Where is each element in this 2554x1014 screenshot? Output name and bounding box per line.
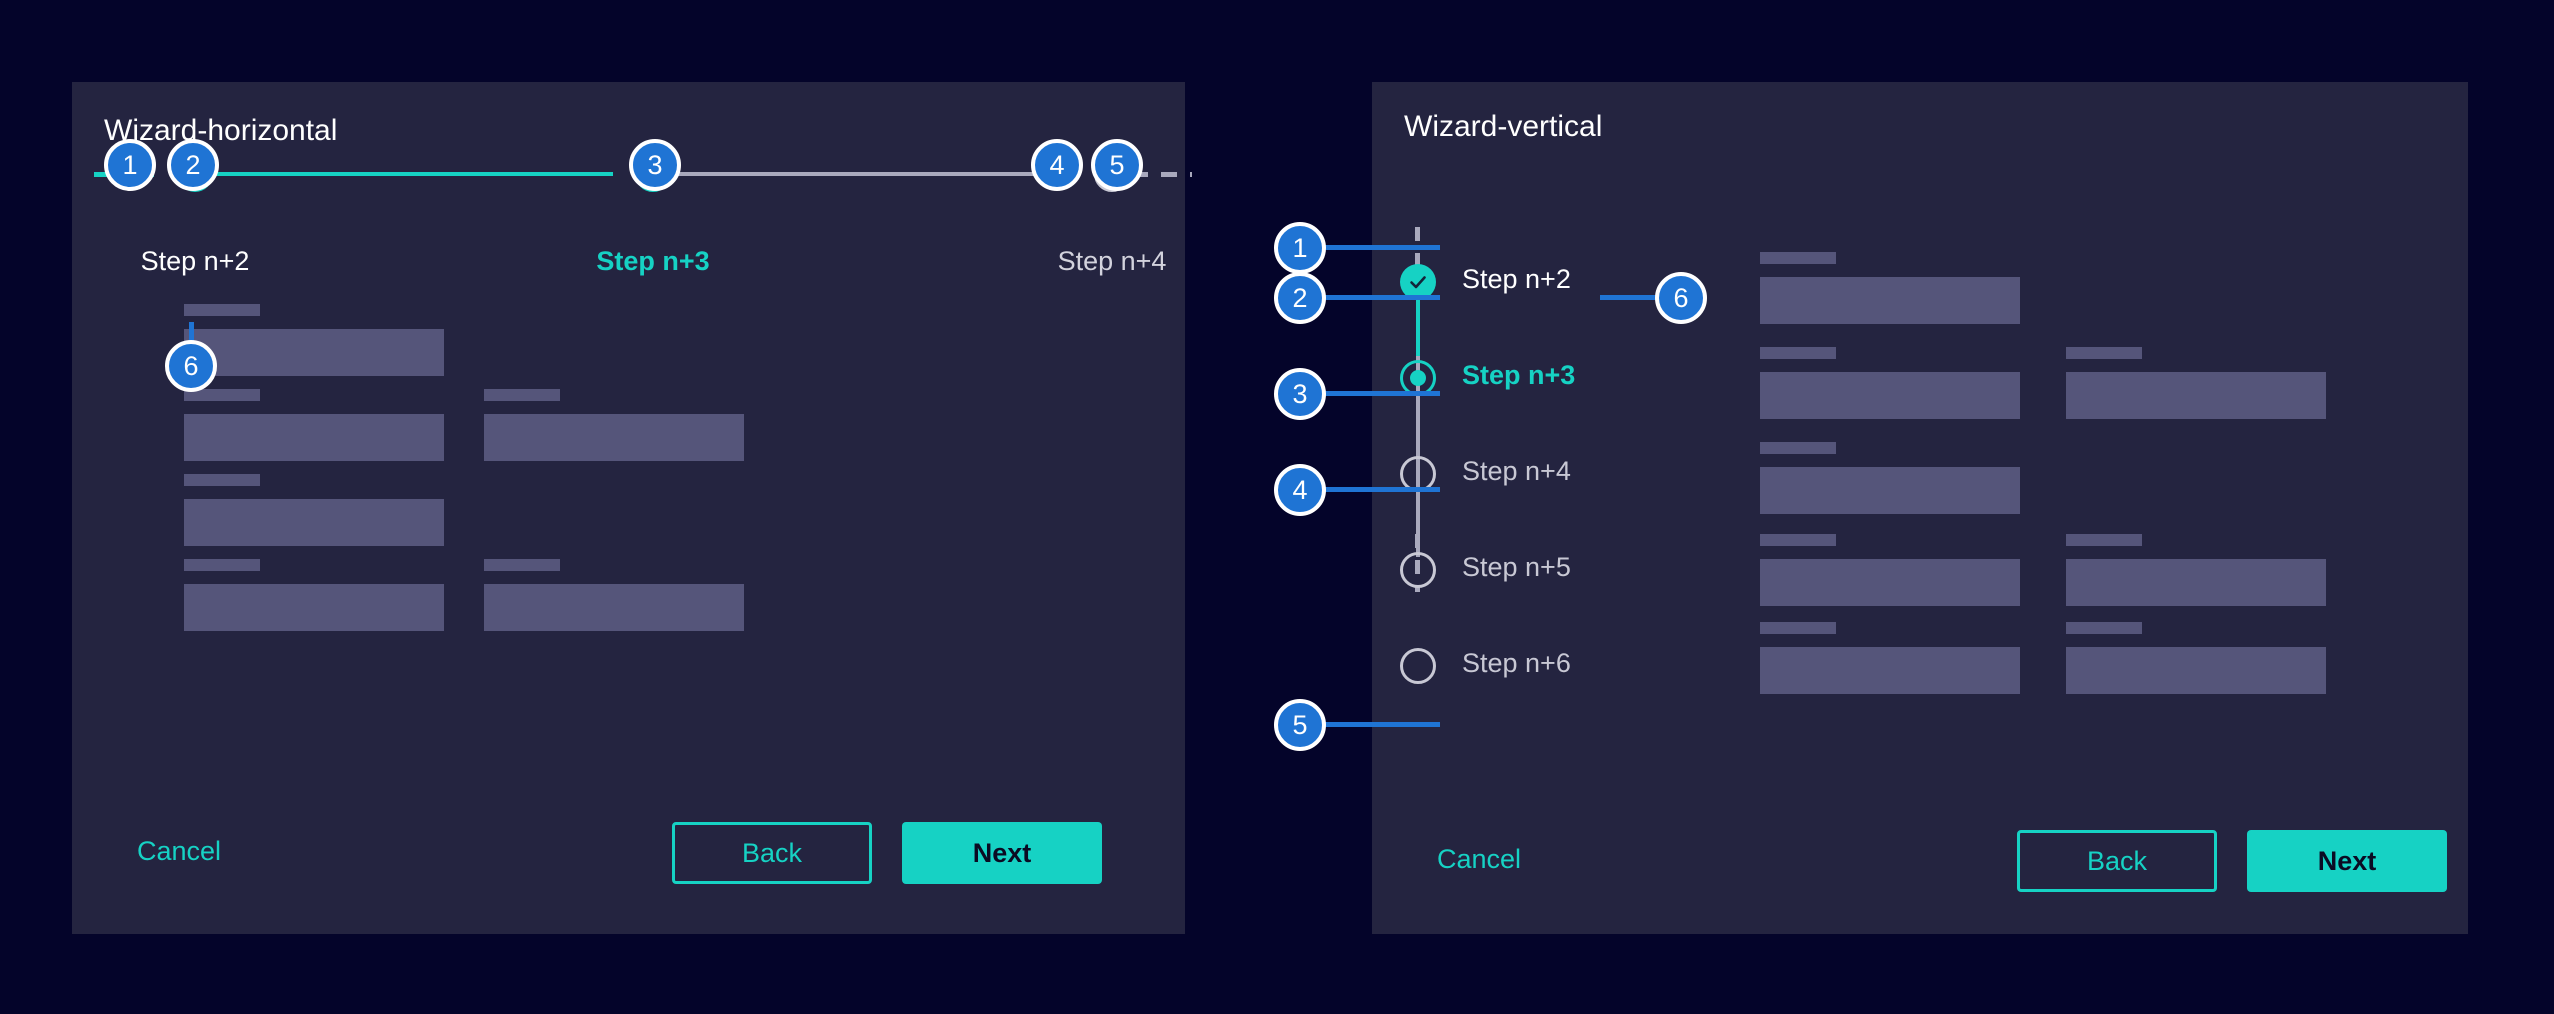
form-field-label-skeleton — [484, 389, 560, 401]
v-next-button[interactable]: Next — [2247, 830, 2447, 892]
v-form-input-skeleton[interactable] — [1760, 467, 2020, 514]
step-label-2[interactable]: Step n+4 — [1057, 246, 1167, 276]
v-step-label-2[interactable]: Step n+4 — [1462, 456, 1571, 486]
v-callout-2[interactable]: 2 — [1274, 272, 1326, 324]
step-label-0[interactable]: Step n+2 — [140, 246, 250, 276]
callout-5[interactable]: 5 — [1091, 139, 1143, 191]
v-callout-4[interactable]: 4 — [1274, 464, 1326, 516]
v-back-button[interactable]: Back — [2017, 830, 2217, 892]
v-callout-leader-3 — [1300, 391, 1440, 396]
v-callout-1[interactable]: 1 — [1274, 222, 1326, 274]
v-step-label-3[interactable]: Step n+5 — [1462, 552, 1571, 582]
callout-6[interactable]: 6 — [165, 340, 217, 392]
callout-leader-6 — [189, 322, 194, 344]
form-field-input-skeleton[interactable] — [484, 584, 744, 631]
track-segment-2-3 — [672, 172, 1072, 176]
rail-segment-3-4 — [1416, 474, 1420, 557]
v-form-label-skeleton — [1760, 622, 1836, 634]
wizard-horizontal-card: Wizard-horizontal Step n+2 Step n+3 Step… — [72, 82, 1192, 934]
rail-segment-0-1 — [1416, 297, 1420, 379]
v-form-label-skeleton — [2066, 622, 2142, 634]
v-form-input-skeleton[interactable] — [2066, 647, 2326, 694]
v-callout-6[interactable]: 6 — [1655, 272, 1707, 324]
form-field-input-skeleton[interactable] — [184, 584, 444, 631]
wizard-vertical-card: Wizard-vertical Step n+2 Step n+3 Step n… — [1372, 82, 2468, 934]
form-field-label-skeleton — [184, 559, 260, 571]
form-field-label-skeleton — [484, 559, 560, 571]
v-callout-leader-2 — [1300, 295, 1440, 300]
form-field-input-skeleton[interactable] — [184, 414, 444, 461]
callout-2[interactable]: 2 — [167, 139, 219, 191]
form-field-label-skeleton — [184, 474, 260, 486]
v-callout-leader-6 — [1600, 295, 1700, 300]
v-step-label-1[interactable]: Step n+3 — [1462, 360, 1576, 390]
rail-leading-dashed — [1415, 227, 1420, 282]
cancel-button[interactable]: Cancel — [136, 835, 222, 866]
v-form-input-skeleton[interactable] — [1760, 647, 2020, 694]
v-step-label-4[interactable]: Step n+6 — [1462, 648, 1571, 678]
v-form-input-skeleton[interactable] — [1760, 372, 2020, 419]
wizard-vertical-title: Wizard-vertical — [1404, 110, 1603, 143]
v-step-node-pending-3[interactable] — [1400, 648, 1436, 684]
v-step-label-0[interactable]: Step n+2 — [1462, 264, 1571, 294]
v-cancel-button[interactable]: Cancel — [1436, 843, 1522, 874]
track-segment-1-2 — [215, 172, 613, 176]
v-form-input-skeleton[interactable] — [2066, 559, 2326, 606]
v-form-label-skeleton — [2066, 347, 2142, 359]
v-form-label-skeleton — [1760, 442, 1836, 454]
next-button[interactable]: Next — [902, 822, 1102, 884]
v-current-step-dot — [1410, 370, 1426, 386]
v-step-node-pending-2[interactable] — [1400, 552, 1436, 588]
v-callout-leader-5 — [1300, 722, 1440, 727]
v-form-label-skeleton — [1760, 347, 1836, 359]
track-segment-trailing-dashed — [1132, 172, 1192, 177]
form-field-input-skeleton[interactable] — [184, 499, 444, 546]
step-label-1[interactable]: Step n+3 — [596, 246, 710, 276]
form-field-input-skeleton[interactable] — [184, 329, 444, 376]
v-callout-3[interactable]: 3 — [1274, 368, 1326, 420]
form-field-input-skeleton[interactable] — [484, 414, 744, 461]
v-form-input-skeleton[interactable] — [2066, 372, 2326, 419]
v-callout-leader-4 — [1300, 487, 1440, 492]
back-button[interactable]: Back — [672, 822, 872, 884]
callout-3[interactable]: 3 — [629, 139, 681, 191]
v-form-input-skeleton[interactable] — [1760, 559, 2020, 606]
form-field-label-skeleton — [184, 389, 260, 401]
callout-4[interactable]: 4 — [1031, 139, 1083, 191]
rail-segment-1-2 — [1416, 356, 1420, 439]
v-callout-leader-1 — [1300, 245, 1440, 250]
v-form-label-skeleton — [1760, 534, 1836, 546]
v-form-label-skeleton — [2066, 534, 2142, 546]
form-field-label-skeleton — [184, 304, 260, 316]
v-form-label-skeleton — [1760, 252, 1836, 264]
v-form-input-skeleton[interactable] — [1760, 277, 2020, 324]
v-callout-5[interactable]: 5 — [1274, 699, 1326, 751]
v-step-node-complete[interactable] — [1400, 264, 1436, 300]
callout-1[interactable]: 1 — [104, 139, 156, 191]
